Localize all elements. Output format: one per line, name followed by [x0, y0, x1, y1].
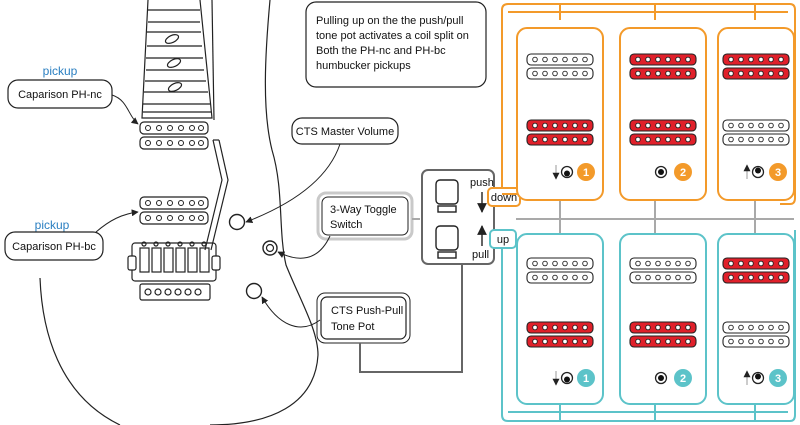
tone-arrow	[261, 296, 321, 328]
pickup-bridge-arrow	[95, 209, 139, 233]
up-position-bus	[501, 230, 796, 422]
up-2-bridge-pickup	[629, 321, 697, 348]
toggle-position-icons	[552, 164, 765, 386]
toggle-switch-icon	[262, 240, 278, 256]
pickup-neck-arrow	[111, 94, 139, 125]
note-line-4: humbucker pickups	[316, 60, 411, 72]
guitar-body-outline	[39, 0, 319, 425]
master-volume-label: CTS Master Volume	[296, 126, 394, 138]
connection-lines	[412, 200, 794, 234]
tone-label-line1: CTS Push-Pull	[331, 305, 403, 317]
up-badge-1	[577, 369, 595, 387]
up-badge-2-label: 2	[680, 373, 686, 385]
master-volume-arrow	[245, 143, 341, 223]
up-3-bridge-pickup	[722, 321, 790, 348]
up-1-bridge-pickup	[526, 321, 594, 348]
guitar-bridge-pickup	[139, 196, 209, 225]
down-badge-2-label: 2	[680, 167, 686, 179]
panel-badges: 1 2 3 1 2 3	[577, 163, 787, 387]
down-1-toggle-icon	[552, 165, 574, 180]
note-line-2: tone pot activates a coil split on	[316, 30, 469, 42]
master-volume-callout	[291, 117, 399, 145]
pickup-neck-tag: pickup	[43, 64, 78, 78]
up-2-neck-pickup	[629, 257, 697, 284]
tone-callout	[320, 296, 407, 340]
up-badge-2	[674, 369, 692, 387]
up-badge-3-label: 3	[775, 373, 781, 385]
pickup-bridge-callout	[4, 231, 104, 261]
down-1-neck-pickup	[526, 53, 594, 80]
note-line-1: Pulling up on the the push/pull	[316, 15, 463, 27]
toggle-label-line1: 3-Way Toggle	[330, 204, 397, 216]
tone-label-line2: Tone Pot	[331, 321, 374, 333]
up-badge-1-label: 1	[583, 373, 589, 385]
down-2-neck-pickup	[629, 53, 697, 80]
note-line-3: Both the PH-nc and PH-bc	[316, 45, 446, 57]
note-box	[305, 1, 487, 88]
up-3-toggle-icon	[743, 370, 765, 385]
down-badge-1	[577, 163, 595, 181]
toggle-callout	[321, 196, 409, 236]
up-2-toggle-icon	[654, 371, 668, 385]
pull-knob-icon	[435, 225, 459, 259]
pickup-neck-callout	[7, 79, 113, 109]
tone-knob-icon	[245, 282, 263, 300]
up-tag-label: up	[497, 234, 509, 246]
panel-pickups	[526, 53, 790, 348]
note-text: Pulling up on the the push/pull tone pot…	[316, 15, 472, 72]
down-badge-1-label: 1	[583, 167, 589, 179]
down-badge-3	[769, 163, 787, 181]
down-3-neck-pickup	[722, 53, 790, 80]
tremolo-bridge	[127, 241, 221, 301]
toggle-arrow	[277, 235, 331, 259]
up-1-toggle-icon	[552, 371, 574, 386]
tremolo-arm	[204, 139, 229, 251]
up-badge-3	[769, 369, 787, 387]
pickup-bridge-label: Caparison PH-bc	[12, 241, 96, 253]
pickup-bridge-tag: pickup	[35, 218, 70, 232]
guitar-neck-pickup	[139, 121, 209, 150]
down-2-toggle-icon	[654, 165, 668, 179]
push-label: push	[470, 177, 494, 189]
up-1-neck-pickup	[526, 257, 594, 284]
push-knob-icon	[435, 179, 459, 213]
down-badge-2	[674, 163, 692, 181]
master-volume-knob-icon	[228, 213, 246, 231]
down-badge-3-label: 3	[775, 167, 781, 179]
down-1-bridge-pickup	[526, 119, 594, 146]
down-3-toggle-icon	[743, 164, 765, 179]
pickup-neck-label: Caparison PH-nc	[18, 89, 102, 101]
down-2-bridge-pickup	[629, 119, 697, 146]
down-3-bridge-pickup	[722, 119, 790, 146]
toggle-label-line2: Switch	[330, 219, 362, 231]
up-3-neck-pickup	[722, 257, 790, 284]
guitar-neck	[141, 0, 213, 119]
pull-label: pull	[472, 249, 489, 261]
tone-wire	[359, 262, 463, 373]
